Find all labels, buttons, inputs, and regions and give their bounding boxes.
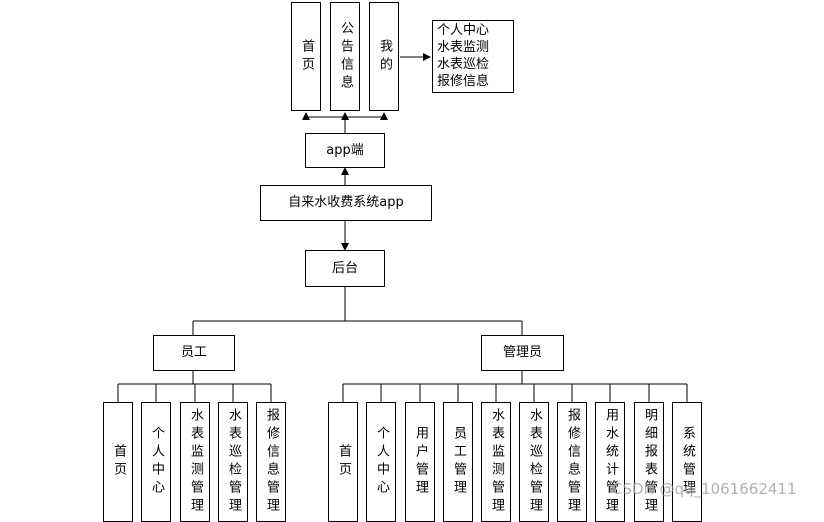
- admin-module-label: 系统管理: [680, 426, 695, 498]
- submenu-item: 水表巡检: [437, 57, 490, 72]
- employee-module-label: 个人中心: [149, 426, 164, 498]
- admin-module-node: 明细报表管理: [634, 402, 664, 522]
- admin-module-node: 用水统计管理: [595, 402, 625, 522]
- submenu-item: 报修信息: [437, 74, 490, 89]
- employee-module-label: 水表监测管理: [188, 408, 203, 516]
- connector-lines: [117, 53, 688, 402]
- admin-module-node: 系统管理: [672, 402, 702, 522]
- admin-module-label: 水表监测管理: [489, 408, 504, 516]
- menu-mine-node: 我的: [369, 2, 399, 111]
- admin-module-label: 用户管理: [413, 426, 428, 498]
- submenu-item: 个人中心: [437, 23, 490, 38]
- admin-module-node: 员工管理: [443, 402, 473, 522]
- admin-module-label: 员工管理: [451, 426, 466, 498]
- app-node-label: app端: [326, 142, 364, 158]
- app-node: app端: [305, 133, 385, 168]
- admin-module-node: 用户管理: [405, 402, 435, 522]
- backend-node: 后台: [305, 250, 385, 287]
- admin-module-label: 报修信息管理: [565, 408, 580, 516]
- employee-module-node: 首页: [103, 402, 133, 522]
- admin-module-label: 水表巡检管理: [527, 408, 542, 516]
- menu-home-label: 首页: [299, 38, 314, 75]
- admin-role-label: 管理员: [502, 345, 542, 360]
- admin-module-node: 报修信息管理: [557, 402, 587, 522]
- watermark: CSDN @qq_1061662411: [612, 480, 797, 498]
- employee-role-label: 员工: [180, 345, 207, 360]
- admin-module-node: 水表监测管理: [481, 402, 511, 522]
- employee-module-node: 个人中心: [141, 402, 171, 522]
- system-node: 自来水收费系统app: [260, 185, 432, 221]
- employee-module-node: 水表监测管理: [180, 402, 210, 522]
- employee-module-label: 报修信息管理: [264, 408, 279, 516]
- submenu-item: 水表监测: [437, 40, 490, 55]
- my-submenu-box: 个人中心 水表监测 水表巡检 报修信息: [432, 20, 514, 93]
- employee-module-node: 水表巡检管理: [218, 402, 248, 522]
- admin-module-label: 用水统计管理: [603, 408, 618, 516]
- backend-node-label: 后台: [331, 260, 358, 276]
- admin-module-label: 首页: [336, 444, 351, 480]
- employee-module-label: 首页: [111, 444, 126, 480]
- employee-module-label: 水表巡检管理: [226, 408, 241, 516]
- admin-module-node: 首页: [328, 402, 358, 522]
- system-node-label: 自来水收费系统app: [288, 195, 404, 210]
- admin-module-node: 个人中心: [366, 402, 396, 522]
- admin-role-node: 管理员: [481, 335, 564, 371]
- menu-announcement-label: 公告信息: [338, 20, 353, 93]
- menu-mine-label: 我的: [377, 38, 392, 75]
- menu-home-node: 首页: [291, 2, 321, 111]
- admin-module-label: 明细报表管理: [642, 408, 657, 516]
- admin-module-node: 水表巡检管理: [519, 402, 549, 522]
- employee-role-node: 员工: [153, 335, 235, 371]
- employee-module-node: 报修信息管理: [256, 402, 286, 522]
- admin-module-label: 个人中心: [374, 426, 389, 498]
- menu-announcement-node: 公告信息: [330, 2, 360, 111]
